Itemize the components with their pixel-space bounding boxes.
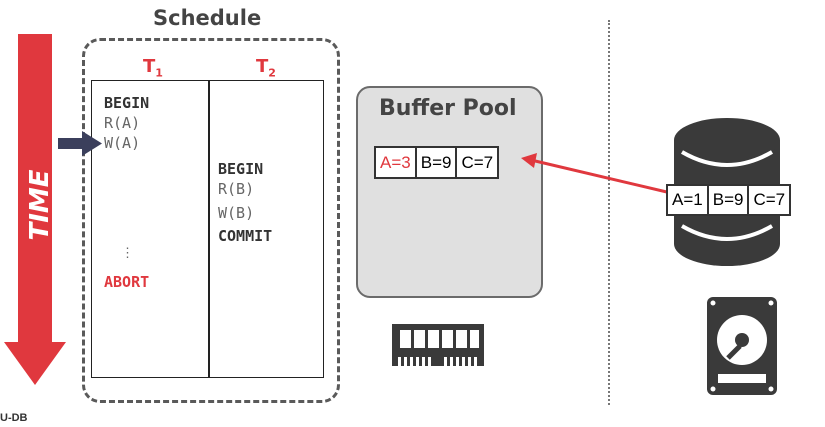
footer-text: U-DB xyxy=(0,412,28,424)
schedule-divider xyxy=(208,80,210,378)
t1-subscript: 1 xyxy=(155,66,163,80)
time-arrow: TIME xyxy=(4,34,66,385)
load-page-arrow xyxy=(521,153,672,195)
t1-abort: ABORT xyxy=(104,273,150,291)
schedule-box xyxy=(82,38,340,403)
t2-header: T2 xyxy=(256,56,276,80)
t2-subscript: 2 xyxy=(268,66,276,80)
pool-cell-b: B=9 xyxy=(417,148,458,177)
t1-begin: BEGIN xyxy=(104,94,150,112)
buffer-pool-page: A=3 B=9 C=7 xyxy=(374,146,500,179)
disk-cell-a: A=1 xyxy=(668,186,709,214)
disk-cell-b: B=9 xyxy=(709,186,750,214)
separator-line xyxy=(608,20,610,405)
buffer-pool xyxy=(356,86,543,298)
disk-page: A=1 B=9 C=7 xyxy=(666,184,792,216)
schedule-title: Schedule xyxy=(153,6,262,30)
time-label: TIME xyxy=(25,169,55,240)
pool-cell-c: C=7 xyxy=(461,153,494,172)
current-op-arrow xyxy=(58,131,102,156)
t2-write-b: W(B) xyxy=(218,204,255,222)
hard-disk-icon xyxy=(707,297,777,395)
schedule-table xyxy=(91,80,324,378)
t1-read-a: R(A) xyxy=(104,114,141,132)
t2-letter: T xyxy=(256,56,269,77)
t1-header: T1 xyxy=(143,56,163,80)
ram-icon xyxy=(392,324,484,366)
pool-cell-a: A=3 xyxy=(376,148,417,177)
t1-write-a: W(A) xyxy=(104,134,141,152)
t1-ellipsis: ⋮ xyxy=(121,246,134,261)
t1-letter: T xyxy=(143,56,156,77)
t2-commit: COMMIT xyxy=(218,227,273,245)
t2-begin: BEGIN xyxy=(218,160,264,178)
disk-cell-c: C=7 xyxy=(753,190,786,209)
buffer-pool-title: Buffer Pool xyxy=(379,96,517,121)
t2-read-b: R(B) xyxy=(218,180,255,198)
